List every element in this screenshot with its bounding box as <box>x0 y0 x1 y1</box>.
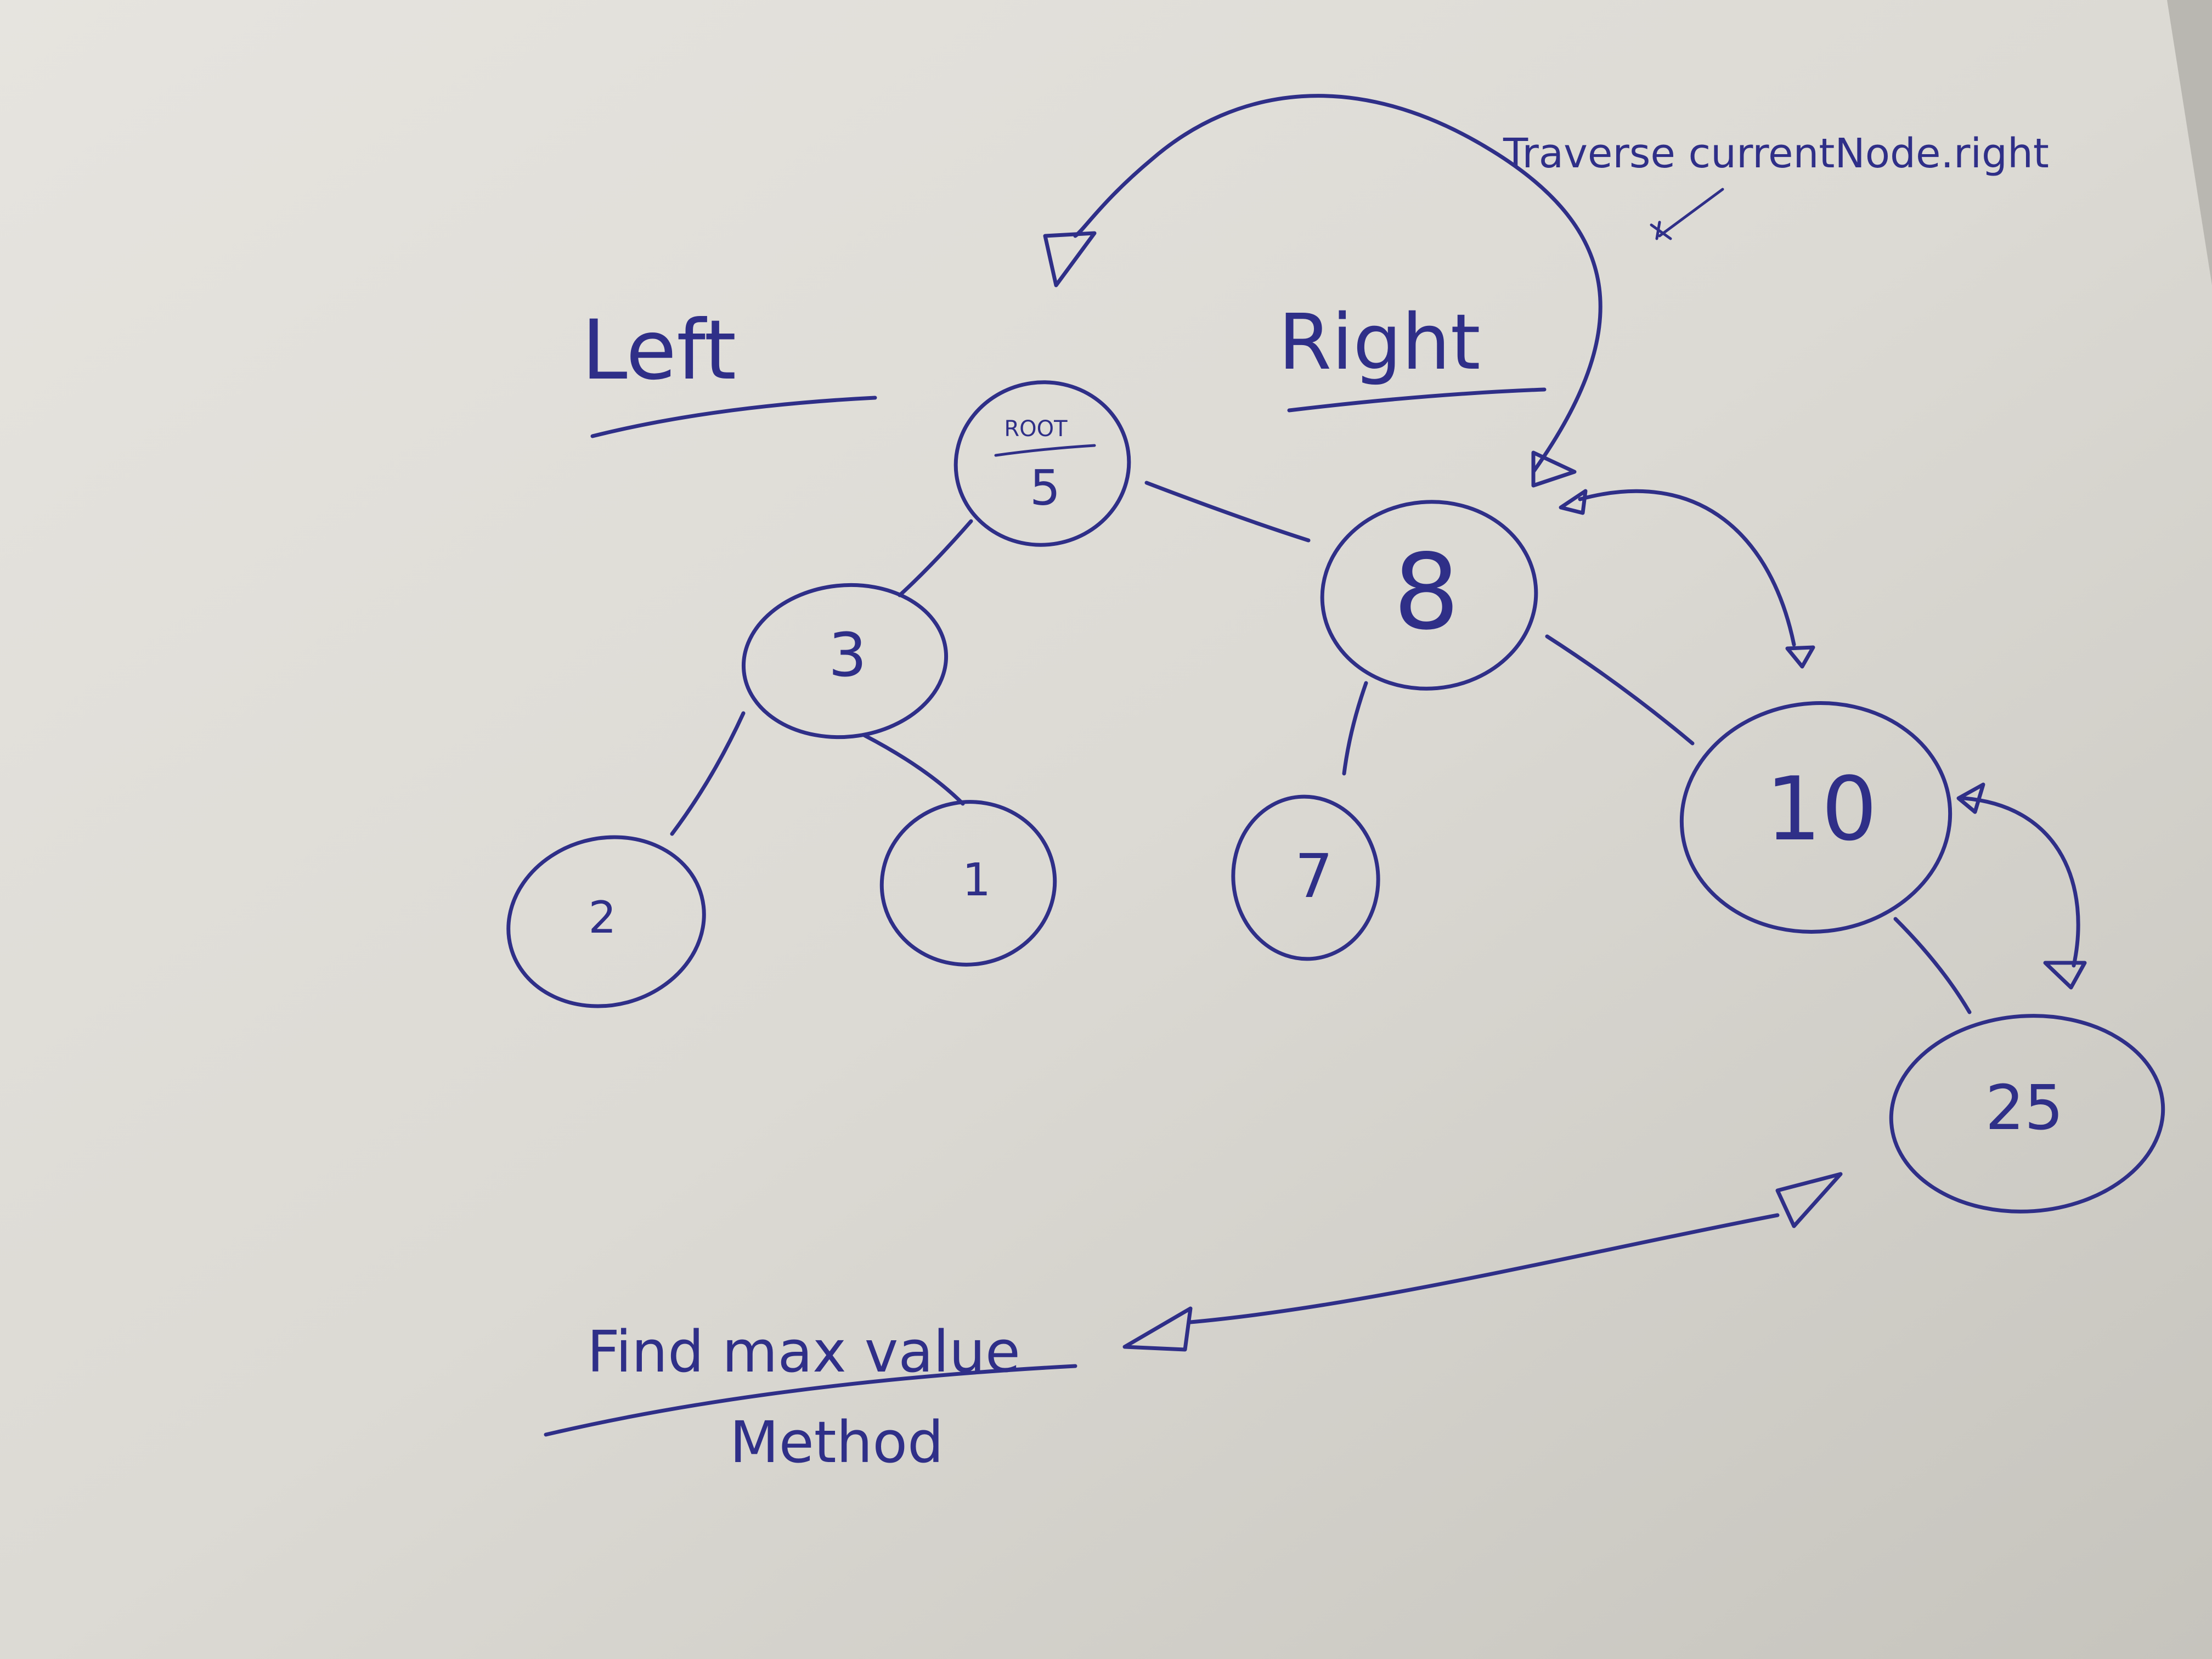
arrowhead-icon <box>2043 961 2087 990</box>
traverse-arc-8-10 <box>1578 489 1796 647</box>
arrowhead-icon <box>1775 1172 1843 1228</box>
edge-8-7 <box>1342 681 1368 776</box>
traverse-label-group: Traverse currentNode.right <box>1503 130 2049 240</box>
node-value: 3 <box>828 620 867 690</box>
edges <box>670 481 1972 1014</box>
tree-node-2: 2 <box>506 835 706 1008</box>
arrowhead-icon <box>1043 231 1097 287</box>
traverse-arrows <box>1043 94 2087 990</box>
method-label: Method <box>730 1409 944 1476</box>
arrowhead-icon <box>1559 489 1588 515</box>
tree-node-10: 10 <box>1679 701 1953 934</box>
node-value: 10 <box>1765 758 1877 860</box>
arrowhead-icon <box>1122 1306 1193 1352</box>
left-label: Left <box>582 303 736 398</box>
node-value: 5 <box>1030 460 1060 516</box>
traverse-arc-root <box>1073 94 1602 474</box>
right-label: Right <box>1278 298 1481 387</box>
node-value: 25 <box>1985 1073 2064 1144</box>
tree-node-1: 1 <box>879 800 1057 967</box>
edge-10-25 <box>1893 917 1972 1014</box>
root-tag-label: ROOT <box>1004 416 1068 442</box>
traverse-arc-10-25 <box>1962 796 2080 968</box>
find-max-group: Find max value Method <box>544 1172 1843 1476</box>
arrowhead-icon <box>1956 782 1985 814</box>
left-underline <box>590 396 877 438</box>
find-max-arrow <box>1188 1213 1780 1324</box>
edge-3-1 <box>862 733 965 806</box>
tree-node-25: 25 <box>1889 1014 2165 1214</box>
arrowhead-icon <box>1531 450 1577 488</box>
node-value: 1 <box>962 854 991 906</box>
node-value: 8 <box>1393 532 1460 653</box>
edge-root-8 <box>1144 481 1311 543</box>
traverse-pointer <box>1658 188 1724 238</box>
tree-node-3: 3 <box>741 583 949 740</box>
tree-node-7: 7 <box>1231 794 1380 961</box>
edge-root-3 <box>898 519 973 597</box>
find-max-underline <box>544 1364 1077 1437</box>
tree-node-root: ROOT 5 <box>953 380 1131 547</box>
node-value: 7 <box>1295 841 1333 911</box>
node-value: 2 <box>589 892 617 943</box>
traverse-label: Traverse currentNode.right <box>1503 130 2049 177</box>
edge-3-2 <box>670 711 746 836</box>
left-label-group: Left <box>582 303 877 438</box>
edge-8-10 <box>1545 634 1695 746</box>
arrowhead-icon <box>1785 645 1815 669</box>
tree-node-8: 8 <box>1320 500 1538 691</box>
right-underline <box>1287 387 1547 413</box>
nodes: ROOT 5 3 8 2 1 7 <box>506 380 2165 1214</box>
right-label-group: Right <box>1278 298 1547 413</box>
